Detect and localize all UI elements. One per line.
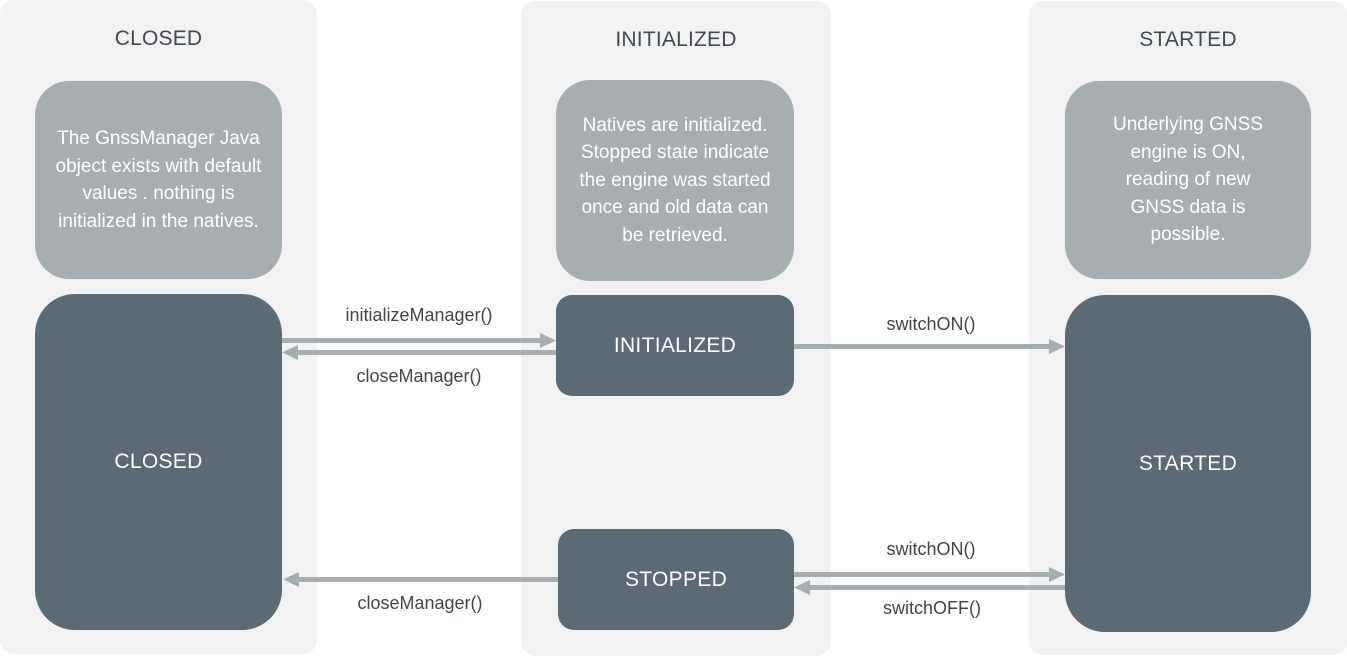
state-started[interactable]: STARTED — [1065, 295, 1311, 632]
label-initialize-manager: initializeManager() — [345, 305, 493, 325]
lane-title-initialized: INITIALIZED — [615, 28, 737, 51]
state-closed[interactable]: CLOSED — [35, 294, 282, 630]
state-closed-label: CLOSED — [114, 450, 203, 473]
arrow-switch-on-bottom — [794, 567, 1065, 582]
arrow-close-manager-top — [282, 345, 556, 360]
state-stopped-label: STOPPED — [624, 567, 728, 591]
state-stopped[interactable]: STOPPED — [558, 529, 794, 630]
label-switch-on-bottom: switchON() — [886, 539, 976, 559]
state-initialized-label: INITIALIZED — [613, 333, 737, 357]
state-initialized[interactable]: INITIALIZED — [556, 295, 794, 396]
initialized-description-text: Natives are initialized. Stopped state i… — [579, 114, 771, 246]
arrow-switch-on-top — [794, 339, 1065, 354]
closed-description: The GnssManager Java object exists with … — [35, 81, 282, 279]
arrow-switch-off — [794, 580, 1065, 595]
state-started-label: STARTED — [1138, 451, 1238, 475]
arrow-initialize-manager — [282, 333, 556, 348]
label-close-manager-bottom: closeManager() — [357, 593, 483, 613]
label-close-manager-top: closeManager() — [356, 366, 482, 386]
label-switch-on-top: switchON() — [886, 314, 976, 334]
arrow-close-manager-bottom — [283, 572, 558, 587]
closed-description-text: The GnssManager Java object exists with … — [55, 128, 262, 232]
initialized-description: Natives are initialized. Stopped state i… — [556, 80, 794, 281]
lane-title-started: STARTED — [1139, 28, 1237, 51]
started-description-text: Underlying GNSS engine is ON, reading of… — [1113, 114, 1263, 246]
lane-title-closed: CLOSED — [114, 27, 203, 50]
started-description: Underlying GNSS engine is ON, reading of… — [1065, 81, 1311, 279]
label-switch-off: switchOFF() — [883, 598, 981, 618]
